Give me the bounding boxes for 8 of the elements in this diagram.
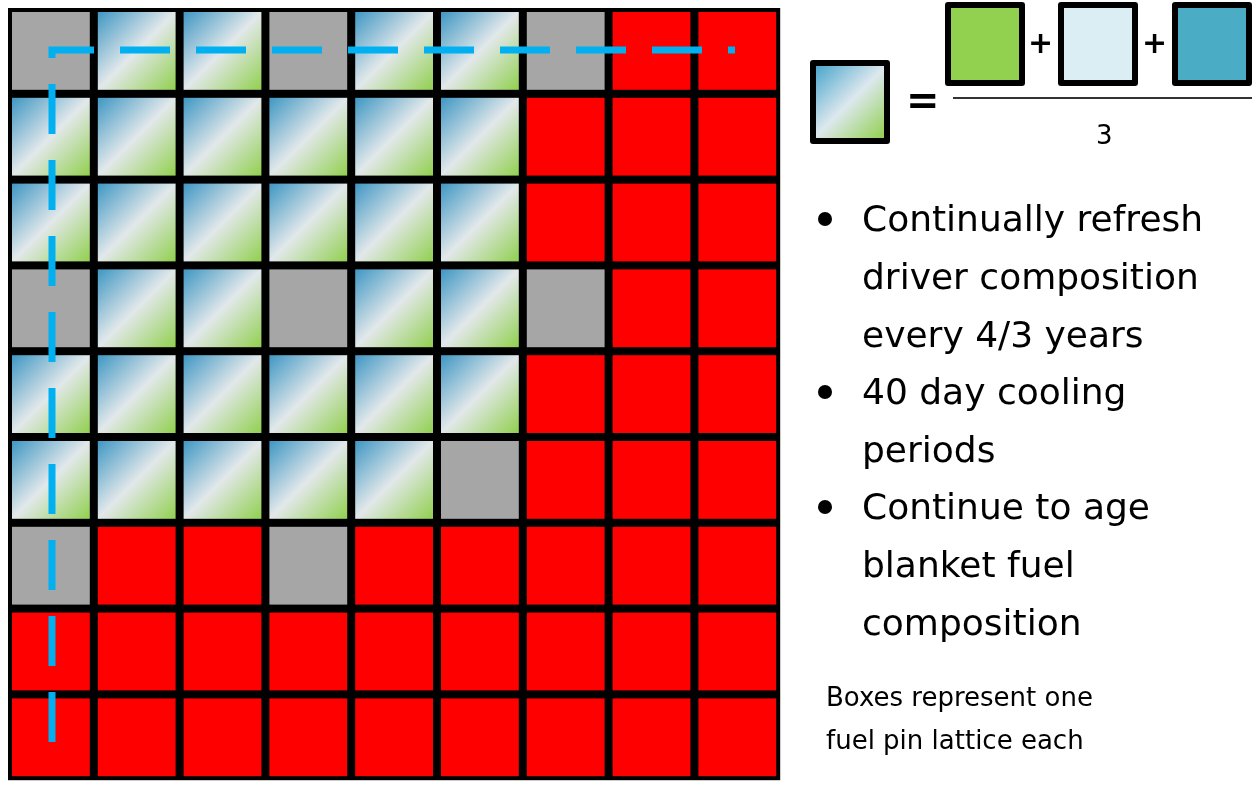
- note-text: Boxes represent one fuel pin lattice each: [826, 681, 1094, 757]
- equals-sign: =: [906, 80, 940, 120]
- bullet-text: Continue to age blanket fuel composition: [862, 485, 1151, 645]
- plus-sign: +: [1142, 28, 1168, 58]
- denominator-text: 3: [1096, 122, 1113, 148]
- bullet-text: 40 day cooling periods: [862, 370, 1128, 472]
- bullet-text: Continually refresh driver composition every 4/3 years: [862, 197, 1205, 357]
- plus-sign: +: [1028, 28, 1054, 58]
